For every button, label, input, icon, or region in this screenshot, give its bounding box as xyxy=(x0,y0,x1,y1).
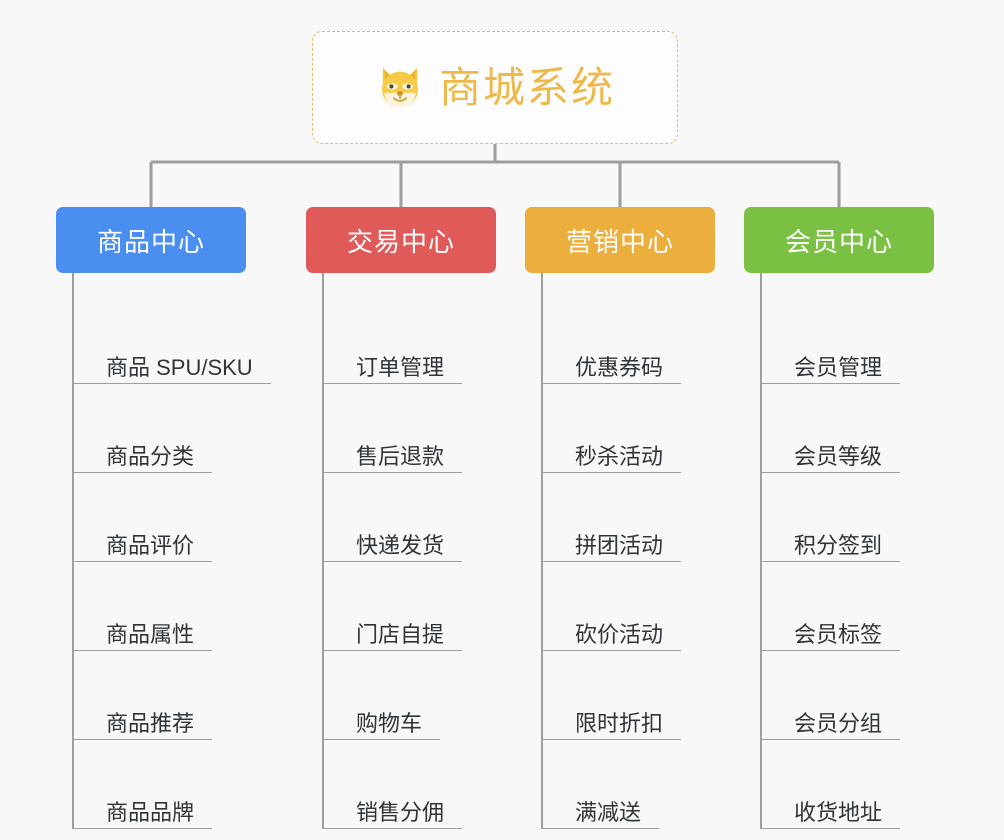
list-item[interactable]: 售后退款 xyxy=(322,384,496,473)
list-item[interactable]: 订单管理 xyxy=(322,295,496,384)
list-item-rule xyxy=(760,383,900,384)
list-item[interactable]: 商品推荐 xyxy=(72,651,246,740)
category-header-label-0: 商品中心 xyxy=(96,226,205,257)
list-item-rule xyxy=(322,472,462,473)
list-item[interactable]: 商品评价 xyxy=(72,473,246,562)
list-item-label: 会员标签 xyxy=(794,621,883,647)
list-item-label: 快递发货 xyxy=(356,532,445,558)
list-item-rule xyxy=(760,561,900,562)
list-item[interactable]: 商品品牌 xyxy=(72,740,246,829)
list-item[interactable]: 会员等级 xyxy=(760,384,934,473)
list-item[interactable]: 优惠券码 xyxy=(541,295,715,384)
list-item-label: 商品品牌 xyxy=(106,799,195,825)
list-item-label: 商品推荐 xyxy=(106,710,195,736)
list-item-label: 销售分佣 xyxy=(356,799,445,825)
list-item-rule xyxy=(72,383,271,384)
list-item-label: 售后退款 xyxy=(356,443,445,469)
list-item-rule xyxy=(72,561,212,562)
list-item-rule xyxy=(322,650,462,651)
list-item-label: 商品分类 xyxy=(106,443,195,469)
list-item-label: 购物车 xyxy=(356,710,423,736)
list-item-label: 优惠券码 xyxy=(575,354,664,380)
list-item-rule xyxy=(541,472,681,473)
list-item[interactable]: 会员管理 xyxy=(760,295,934,384)
list-item[interactable]: 拼团活动 xyxy=(541,473,715,562)
root-title: 商城系统 xyxy=(438,63,615,111)
list-item-label: 收货地址 xyxy=(794,799,883,825)
list-item[interactable]: 砍价活动 xyxy=(541,562,715,651)
list-item[interactable]: 积分签到 xyxy=(760,473,934,562)
list-item-rule xyxy=(322,383,462,384)
list-item-rule xyxy=(72,650,212,651)
list-item-rule xyxy=(760,650,900,651)
category-header-0[interactable]: 商品中心 xyxy=(56,207,246,273)
list-item-label: 会员管理 xyxy=(794,354,883,380)
list-item-label: 商品评价 xyxy=(106,532,195,558)
category-column-2: 营销中心 优惠券码 秒杀活动 拼团活动 砍价活动 限时折扣 满减送 xyxy=(525,207,715,829)
list-item-rule xyxy=(322,739,440,740)
category-header-2[interactable]: 营销中心 xyxy=(525,207,715,273)
list-item-label: 积分签到 xyxy=(794,532,883,558)
list-item-rule xyxy=(541,828,659,829)
list-item-label: 会员分组 xyxy=(794,710,883,736)
list-item-label: 秒杀活动 xyxy=(575,443,664,469)
list-item-rule xyxy=(760,828,900,829)
list-item[interactable]: 秒杀活动 xyxy=(541,384,715,473)
category-header-label-3: 会员中心 xyxy=(784,226,893,257)
list-item-rule xyxy=(322,828,462,829)
list-item-label: 满减送 xyxy=(575,799,642,825)
list-item[interactable]: 收货地址 xyxy=(760,740,934,829)
category-items-3: 会员管理 会员等级 积分签到 会员标签 会员分组 收货地址 xyxy=(760,273,934,829)
shiba-dog-face-icon xyxy=(382,67,418,109)
list-item[interactable]: 快递发货 xyxy=(322,473,496,562)
list-item-rule xyxy=(72,472,212,473)
list-item[interactable]: 满减送 xyxy=(541,740,715,829)
category-items-1: 订单管理 售后退款 快递发货 门店自提 购物车 销售分佣 xyxy=(322,273,496,829)
list-item-label: 订单管理 xyxy=(356,354,445,380)
category-header-1[interactable]: 交易中心 xyxy=(306,207,496,273)
list-item[interactable]: 商品分类 xyxy=(72,384,246,473)
category-header-label-2: 营销中心 xyxy=(565,226,674,257)
list-item-rule xyxy=(541,739,681,740)
list-item-label: 商品 SPU/SKU xyxy=(106,354,253,380)
category-column-0: 商品中心 商品 SPU/SKU 商品分类 商品评价 商品属性 商品推荐 商品品牌 xyxy=(56,207,271,829)
list-item[interactable]: 商品 SPU/SKU xyxy=(72,295,271,384)
list-item[interactable]: 购物车 xyxy=(322,651,496,740)
list-item-rule xyxy=(760,472,900,473)
list-item-rule xyxy=(760,739,900,740)
list-item-label: 商品属性 xyxy=(106,621,195,647)
list-item[interactable]: 商品属性 xyxy=(72,562,246,651)
category-items-2: 优惠券码 秒杀活动 拼团活动 砍价活动 限时折扣 满减送 xyxy=(541,273,715,829)
category-header-label-1: 交易中心 xyxy=(346,226,455,257)
list-item-label: 拼团活动 xyxy=(575,532,664,558)
list-item-rule xyxy=(541,561,681,562)
list-item-rule xyxy=(541,650,681,651)
list-item[interactable]: 销售分佣 xyxy=(322,740,496,829)
list-item-rule xyxy=(72,828,212,829)
category-column-1: 交易中心 订单管理 售后退款 快递发货 门店自提 购物车 销售分佣 xyxy=(306,207,496,829)
root-node[interactable]: 商城系统 xyxy=(312,31,678,144)
list-item-rule xyxy=(322,561,462,562)
list-item-label: 砍价活动 xyxy=(575,621,664,647)
list-item[interactable]: 会员标签 xyxy=(760,562,934,651)
list-item[interactable]: 门店自提 xyxy=(322,562,496,651)
list-item[interactable]: 会员分组 xyxy=(760,651,934,740)
list-item-label: 会员等级 xyxy=(794,443,883,469)
list-item-label: 限时折扣 xyxy=(575,710,664,736)
list-item[interactable]: 限时折扣 xyxy=(541,651,715,740)
category-items-0: 商品 SPU/SKU 商品分类 商品评价 商品属性 商品推荐 商品品牌 xyxy=(72,273,271,829)
category-column-3: 会员中心 会员管理 会员等级 积分签到 会员标签 会员分组 收货地址 xyxy=(744,207,934,829)
category-header-3[interactable]: 会员中心 xyxy=(744,207,934,273)
list-item-rule xyxy=(541,383,681,384)
list-item-label: 门店自提 xyxy=(356,621,445,647)
list-item-rule xyxy=(72,739,212,740)
